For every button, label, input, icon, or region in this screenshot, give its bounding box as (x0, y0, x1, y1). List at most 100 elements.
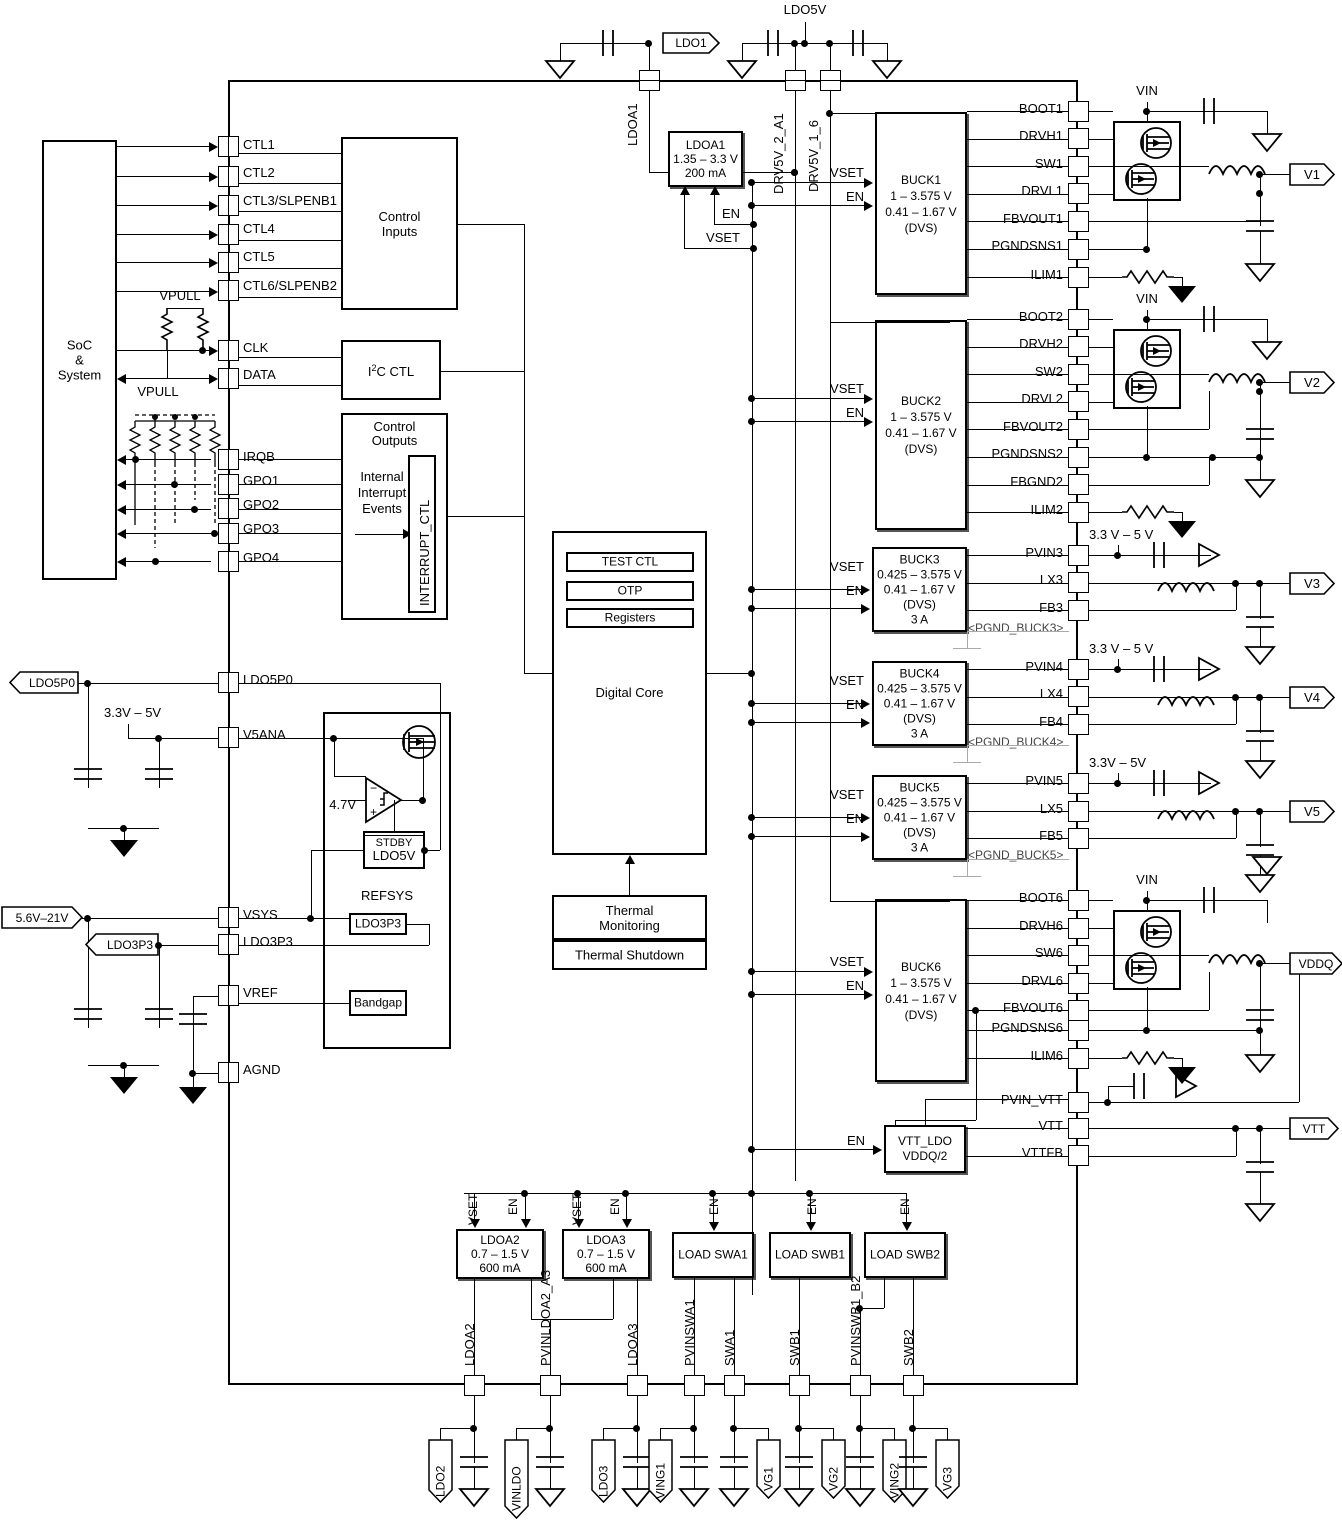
ldo5v-gnd-right (887, 43, 888, 61)
dot-vin2 (1143, 316, 1150, 323)
dot-bot-swb2 (909, 1425, 916, 1432)
pin-label-ilim1: ILIM1 (1030, 267, 1063, 282)
net-flag-vddq: VDDQ (1289, 952, 1342, 975)
pin-label-pgndsns1: PGNDSNS1 (991, 238, 1063, 253)
dot-ldo3p3 (155, 942, 162, 949)
refsys-ldo3p3-label: LDO3P3 (354, 916, 402, 931)
net-flag-ving2: VING2 (882, 1439, 907, 1504)
dot-en-buck4 (748, 719, 755, 726)
wire-ctl6-ci (239, 297, 342, 298)
net-flag-vg2-text: VG2 (826, 1467, 841, 1492)
range-buck3: 3.3 V – 5 V (1089, 527, 1154, 542)
arrow-en-swa1 (709, 1222, 719, 1231)
pin-sw1 (1068, 156, 1089, 177)
wire-en-buck4 (752, 722, 863, 723)
wire-soc-ctl6 (117, 291, 211, 292)
cap-ldo5v-right (852, 30, 864, 56)
arrow-vset-ldoa2 (470, 1219, 480, 1228)
pin-label-drvl2: DRVL2 (1021, 391, 1063, 406)
gnd-symbol-ldo5v-left (726, 60, 758, 80)
net-flag-ldo2: LDO2 (428, 1439, 453, 1504)
w-bot-ldoa2-gnd (474, 1467, 475, 1489)
gnd-filled-2 (1168, 521, 1196, 538)
w-ilim1-gnd (1182, 277, 1183, 286)
vpull-resistor-pair-1 (160, 308, 210, 350)
w-refsys-amp-h (334, 776, 366, 777)
arrow-vset-buck2 (864, 394, 873, 404)
wire-soc-clk (117, 350, 211, 351)
pin-label-ctl2: CTL2 (243, 165, 275, 180)
w-b3-fb (967, 610, 1068, 611)
pin-lx4 (1068, 686, 1089, 707)
w-b6-boot (967, 900, 1068, 901)
vin1-cap-h (1147, 111, 1267, 112)
ldo5v-gnd-left (742, 43, 743, 61)
w-bot-swb1 (799, 1396, 800, 1428)
w-vttldo-top-v (925, 1099, 926, 1125)
buck6-label-3: 0.41 – 1.67 V (885, 991, 957, 1006)
gnd-symbol-ldo5v-right (871, 60, 903, 80)
gnd-symbol-v2 (1244, 479, 1276, 499)
w-vttfb-v (1236, 1128, 1237, 1156)
arrow-vset-ldoa1 (680, 186, 690, 195)
net-flag-vg3: VG3 (935, 1439, 960, 1500)
buck3-label-4: (DVS) (903, 597, 936, 611)
pin-label-drvh6: DRVH6 (1019, 918, 1063, 933)
dot-refsys-right (421, 847, 428, 854)
w-bot-swa1in-fl (660, 1428, 661, 1440)
gnd-symbol-v4 (1244, 760, 1276, 780)
pin-label-gpo4: GPO4 (243, 550, 280, 565)
pin-label-pvin-vtt: PVIN_VTT (1000, 1092, 1063, 1107)
wire-ldoa2-pin (474, 1279, 475, 1375)
pin-pgndsns2 (1068, 447, 1089, 468)
buck4-label-5: 3 A (910, 726, 929, 740)
pin-label-fb5: FB5 (1039, 828, 1063, 843)
vpull-label-top: VPULL (159, 288, 201, 303)
dot-vset-buck2 (748, 395, 755, 402)
dot-ldo5v-a (791, 40, 798, 47)
buck4-label-2: 0.425 – 3.575 V (877, 681, 962, 695)
w-bot-ldoa2-cap (474, 1428, 475, 1463)
w-bot-swa1-h (734, 1428, 768, 1429)
v1-cap-v (1260, 174, 1261, 226)
w-b6-drvh (967, 928, 1068, 929)
net-flag-ldo5p0-text: LDO5P0 (28, 675, 76, 690)
pin-label-ctl5: CTL5 (243, 249, 275, 264)
dot-pgnd1 (1143, 246, 1150, 253)
w-lx4-out (1209, 697, 1290, 698)
drv5v-buck2-v (830, 113, 831, 322)
dot-agnd (189, 1070, 196, 1077)
gnd-bot-3 (621, 1488, 653, 1508)
vin6-gnd-v (1267, 900, 1268, 923)
w-refsys-comp-in (348, 800, 366, 801)
pin-pvinswa1 (684, 1375, 705, 1396)
vin6-cap-h (1147, 900, 1267, 901)
pin-label-lx4: LX4 (1039, 686, 1063, 701)
arrow-vset-buck5 (861, 813, 870, 823)
w-bot-ldoa2-fl (440, 1428, 441, 1440)
dot-ldo5p0-gnd (120, 825, 127, 832)
arrow-en-swb1 (806, 1222, 816, 1231)
en-label-swb1: EN (805, 1198, 819, 1215)
dot-v4a (1232, 694, 1239, 701)
dot-en-buck2 (748, 418, 755, 425)
pin-pvinldoa2-a3 (540, 1375, 561, 1396)
w-pvinvtt-cap-v (1108, 1086, 1109, 1102)
pin-label-ctl6: CTL6/SLPENB2 (243, 278, 337, 293)
pin-label-boot6: BOOT6 (1018, 890, 1063, 905)
arrow-en-buck4 (861, 718, 870, 728)
pgnd-buck3-v (967, 631, 968, 648)
vpull-r1-to-data (167, 378, 169, 379)
wire-en-buck6 (752, 994, 866, 995)
w-ldo5p0-to-refsys (239, 683, 440, 684)
w-ilim6-r (1174, 1058, 1182, 1059)
cap-ldo5v-left (767, 30, 779, 56)
w-pgndsns1-v (1147, 198, 1148, 249)
w-ilim1 (1089, 277, 1122, 278)
interrupt-ctl-label: INTERRUPT_CTL (417, 499, 432, 606)
w-lx5 (1089, 811, 1209, 812)
pin-lx5 (1068, 801, 1089, 822)
w-fb5 (1089, 838, 1236, 839)
wire-vset-buck1 (752, 182, 866, 183)
dot-pgnd6b (1256, 1027, 1263, 1034)
